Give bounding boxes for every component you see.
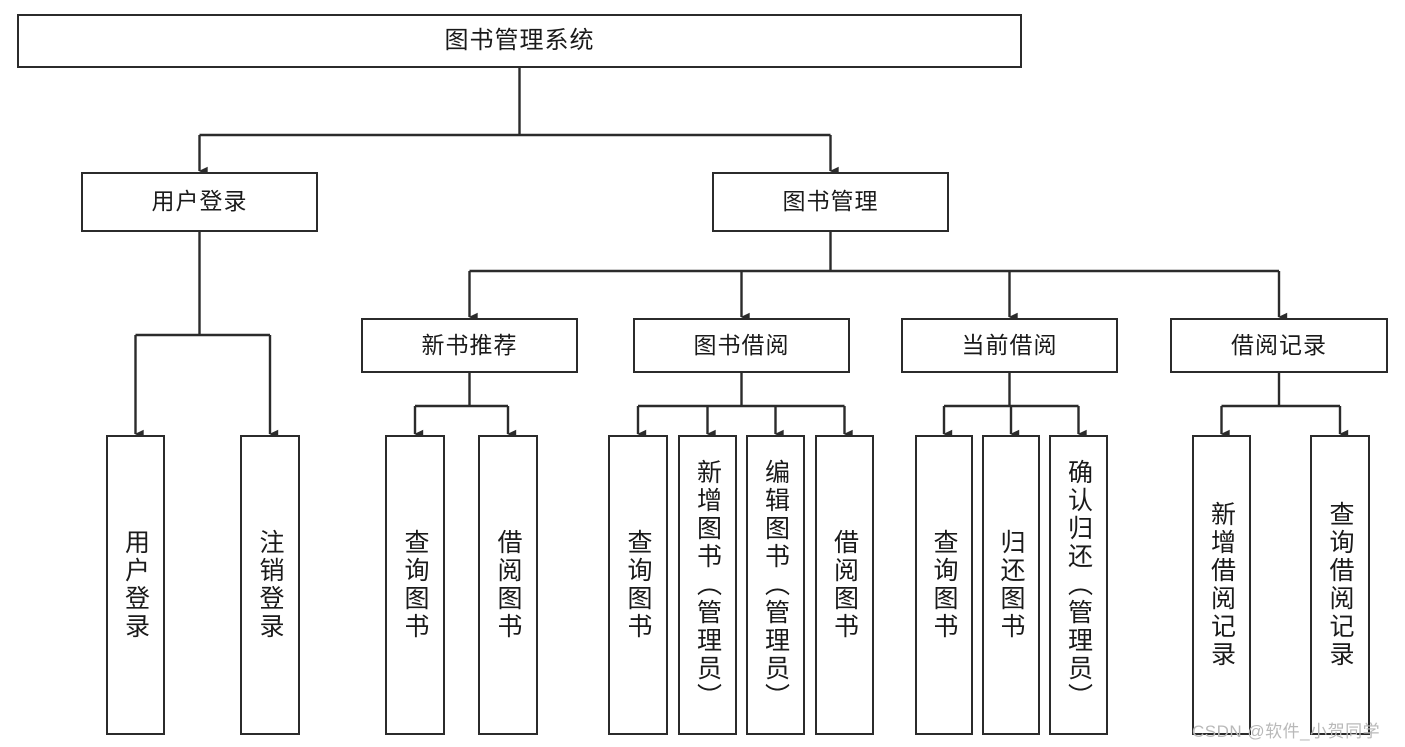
node-label: 新增借阅记录 xyxy=(1207,501,1236,669)
node-current-borrow[interactable]: 当前借阅 xyxy=(901,318,1118,373)
node-label: 图书借阅 xyxy=(693,331,790,358)
edge-group xyxy=(134,68,1349,439)
node-label: 借阅记录 xyxy=(1231,331,1327,358)
node-label: 查询图书 xyxy=(624,529,652,641)
node-leaf-add-book[interactable]: 新增图书（管理员） xyxy=(678,435,737,735)
node-leaf-query-book-1[interactable]: 查询图书 xyxy=(385,435,445,735)
node-book-borrow[interactable]: 图书借阅 xyxy=(633,318,850,373)
node-user-login[interactable]: 用户登录 xyxy=(81,172,318,232)
node-new-book-rec[interactable]: 新书推荐 xyxy=(361,318,578,373)
node-label: 注销登录 xyxy=(256,529,284,641)
node-leaf-add-record[interactable]: 新增借阅记录 xyxy=(1192,435,1251,735)
node-label: 新书推荐 xyxy=(421,331,518,358)
node-leaf-user-logout[interactable]: 注销登录 xyxy=(240,435,300,735)
node-label: 查询借阅记录 xyxy=(1326,501,1354,669)
node-label: 图书管理 xyxy=(782,188,879,215)
node-borrow-record[interactable]: 借阅记录 xyxy=(1170,318,1388,373)
node-label: 当前借阅 xyxy=(961,331,1058,358)
node-leaf-edit-book[interactable]: 编辑图书（管理员） xyxy=(746,435,805,735)
node-label: 图书管理系统 xyxy=(444,26,595,54)
node-label: 新增图书（管理员） xyxy=(693,459,722,711)
watermark-csdn: CSDN @软件_小贺同学 xyxy=(1192,722,1381,741)
node-label: 归还图书 xyxy=(997,529,1025,641)
node-leaf-confirm-return[interactable]: 确认归还（管理员） xyxy=(1049,435,1108,735)
node-leaf-query-book-2[interactable]: 查询图书 xyxy=(608,435,668,735)
node-label: 借阅图书 xyxy=(494,529,522,641)
node-leaf-borrow-book-1[interactable]: 借阅图书 xyxy=(478,435,538,735)
node-label: 查询图书 xyxy=(930,529,958,641)
node-label: 用户登录 xyxy=(151,188,248,215)
node-label: 用户登录 xyxy=(121,529,150,641)
node-leaf-query-book-3[interactable]: 查询图书 xyxy=(915,435,973,735)
node-root[interactable]: 图书管理系统 xyxy=(17,14,1022,68)
node-leaf-borrow-book-2[interactable]: 借阅图书 xyxy=(815,435,874,735)
node-book-manage[interactable]: 图书管理 xyxy=(712,172,949,232)
node-label: 编辑图书（管理员） xyxy=(761,459,790,711)
node-label: 借阅图书 xyxy=(830,529,859,641)
node-label: 确认归还（管理员） xyxy=(1064,459,1093,711)
node-leaf-return-book[interactable]: 归还图书 xyxy=(982,435,1040,735)
node-label: 查询图书 xyxy=(401,529,429,641)
node-leaf-query-record[interactable]: 查询借阅记录 xyxy=(1310,435,1370,735)
node-leaf-user-login[interactable]: 用户登录 xyxy=(106,435,165,735)
